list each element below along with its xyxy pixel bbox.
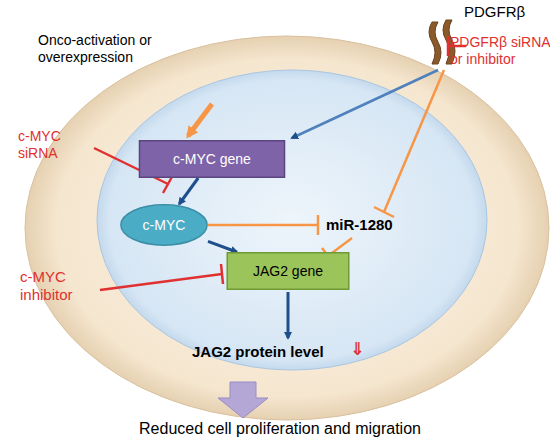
activation-arrow	[179, 178, 198, 204]
node-text: JAG2 gene	[249, 261, 327, 281]
node-text: c-MYC	[139, 215, 190, 235]
annotation-label: Onco-activation or overexpression	[38, 32, 188, 66]
inhibitor-label: PDGFRβ siRNA or inhibitor	[450, 34, 550, 68]
decrease-symbol: ⇓	[350, 339, 370, 361]
activation-arrow	[292, 70, 438, 138]
inhibitor-label: c-MYC inhibitor	[20, 268, 98, 304]
outcome-label: Reduced cell proliferation and migration	[65, 419, 495, 438]
mirna-label: miR-1280	[326, 216, 416, 234]
protein-ellipse-shape	[121, 205, 207, 245]
outcome-arrow	[218, 382, 268, 418]
cell-membrane	[25, 36, 549, 420]
expression-arrow	[287, 292, 290, 338]
inhibitor-label: c-MYC siRNA	[18, 128, 90, 162]
protein-label: JAG2 protein level	[192, 343, 352, 361]
gene-box: JAG2 gene	[226, 252, 350, 290]
activation-arrow	[208, 241, 237, 252]
node-text: c-MYC gene	[169, 149, 255, 169]
gene-box: c-MYC gene	[138, 140, 286, 178]
protein-ellipse: c-MYC	[120, 204, 208, 246]
onco-arrow	[188, 104, 212, 136]
receptor-label: PDGFRβ	[464, 3, 550, 21]
nucleus	[97, 70, 487, 370]
gene-box-shape	[227, 253, 349, 289]
gene-box-shape	[139, 141, 284, 177]
red-inhibition-line	[94, 36, 466, 290]
